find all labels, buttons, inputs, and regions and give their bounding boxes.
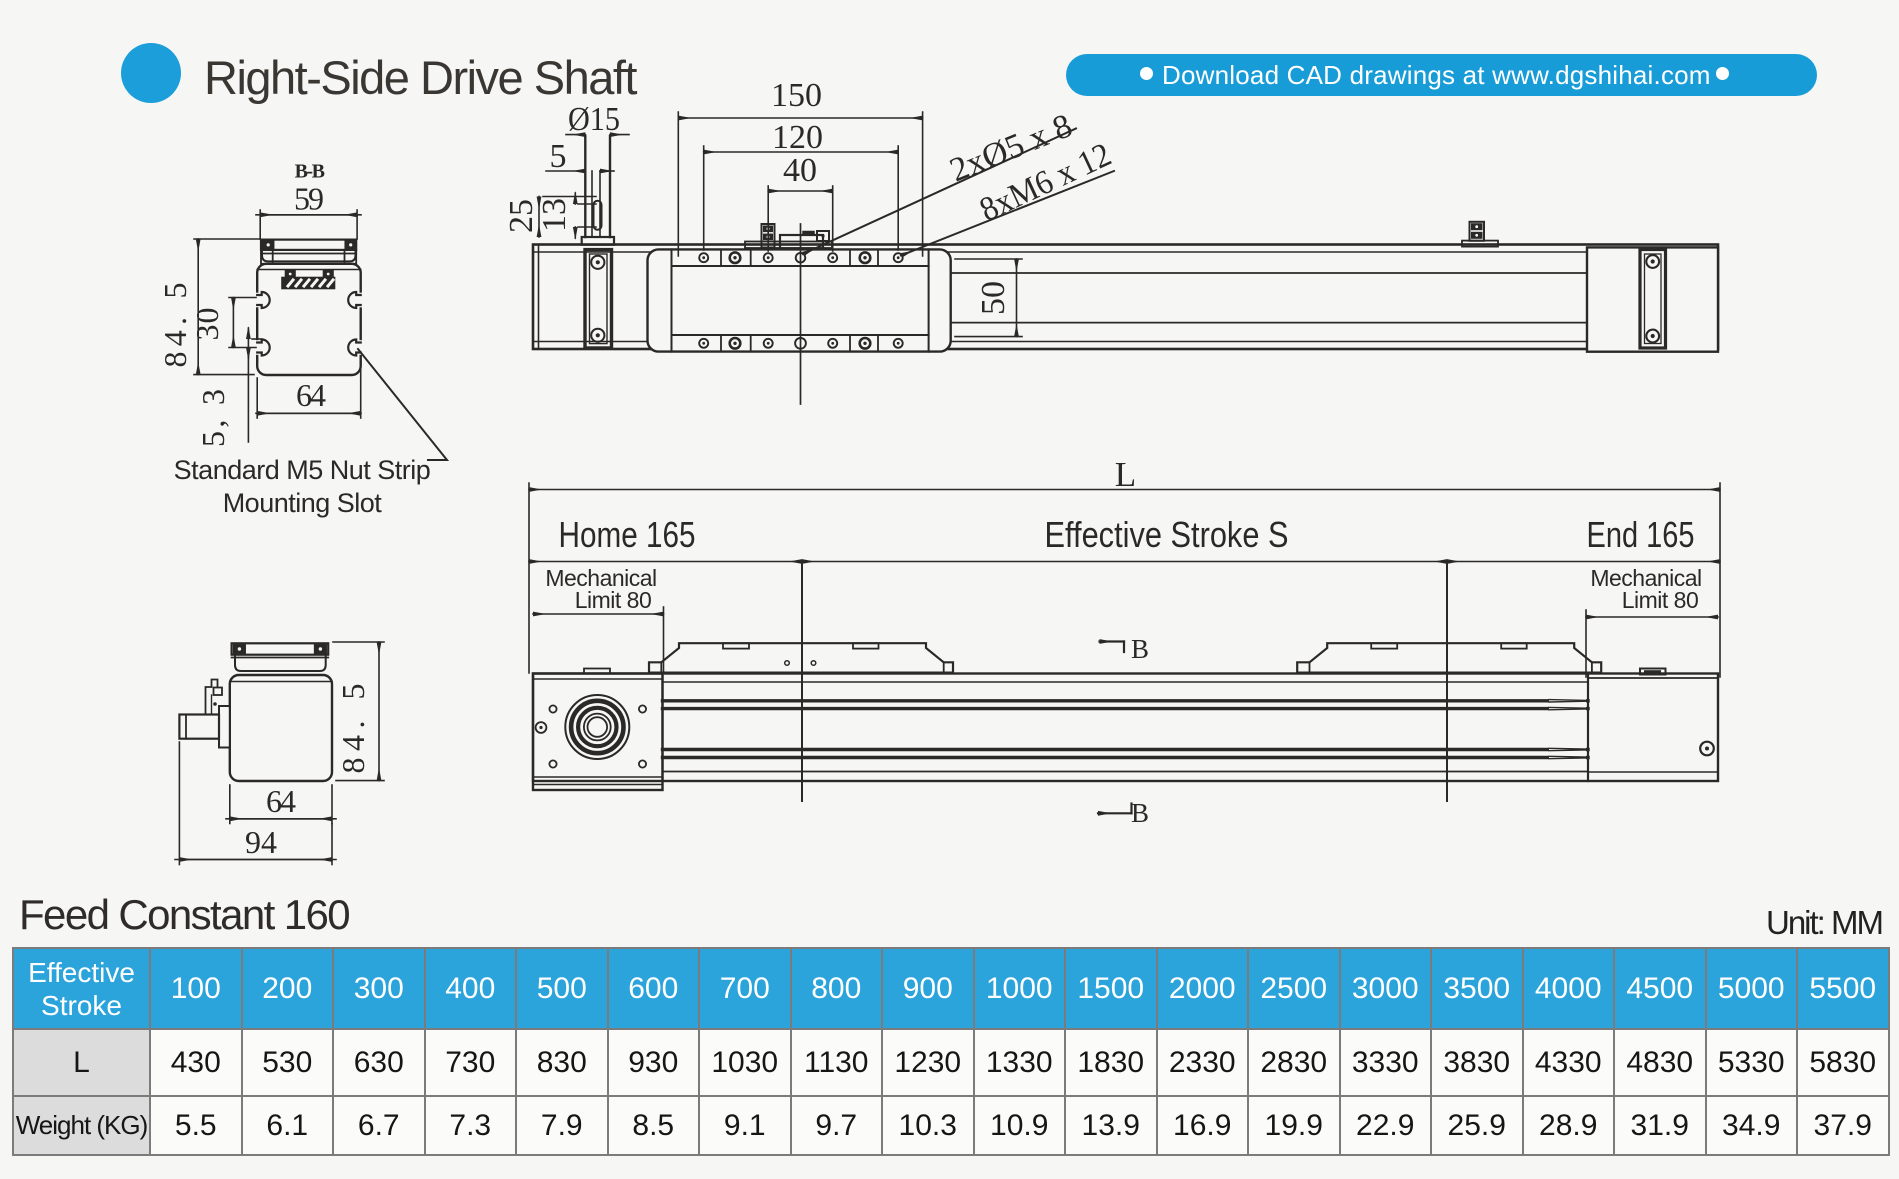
svg-text:Limit 80: Limit 80 xyxy=(575,587,652,613)
svg-text:L: L xyxy=(1115,455,1136,494)
svg-text:64: 64 xyxy=(266,783,296,819)
svg-text:13: 13 xyxy=(536,198,573,232)
svg-text:Home 165: Home 165 xyxy=(559,514,696,555)
svg-text:150: 150 xyxy=(771,77,822,114)
svg-text:B: B xyxy=(1131,798,1149,828)
svg-text:59: 59 xyxy=(294,181,324,217)
svg-text:Mechanical: Mechanical xyxy=(545,565,656,591)
svg-text:5: 5 xyxy=(550,138,567,175)
svg-text:50: 50 xyxy=(975,281,1012,315)
svg-text:5, 3: 5, 3 xyxy=(195,389,231,447)
svg-text:B: B xyxy=(1131,634,1149,664)
svg-text:End 165: End 165 xyxy=(1587,514,1695,555)
svg-text:120: 120 xyxy=(772,119,823,156)
svg-text:30: 30 xyxy=(189,308,225,341)
svg-text:B-B: B-B xyxy=(295,161,325,183)
svg-text:94: 94 xyxy=(245,824,277,860)
svg-text:84. 5: 84. 5 xyxy=(157,283,193,368)
svg-text:Limit 80: Limit 80 xyxy=(1622,587,1699,613)
svg-text:Ø15: Ø15 xyxy=(568,101,620,138)
svg-text:25: 25 xyxy=(503,199,540,233)
svg-text:Mechanical: Mechanical xyxy=(1590,565,1701,591)
svg-text:Mounting Slot: Mounting Slot xyxy=(223,488,383,518)
svg-text:84. 5: 84. 5 xyxy=(335,684,371,774)
svg-text:64: 64 xyxy=(296,377,326,413)
svg-text:Standard M5 Nut Strip: Standard M5 Nut Strip xyxy=(174,455,431,485)
svg-text:40: 40 xyxy=(783,152,817,189)
svg-text:Effective Stroke S: Effective Stroke S xyxy=(1045,514,1289,555)
